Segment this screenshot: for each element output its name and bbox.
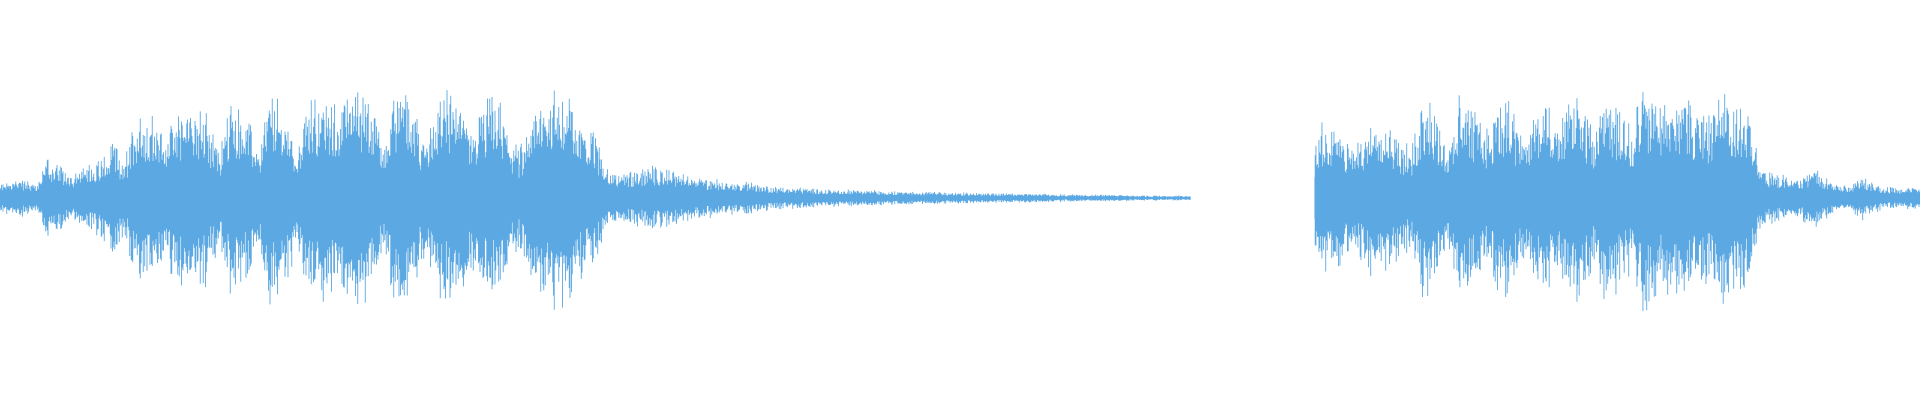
waveform-segment-2 [1314, 92, 1920, 312]
waveform-core [0, 151, 1191, 245]
waveform-segment-1 [0, 90, 1191, 310]
waveform-core [1314, 151, 1920, 245]
